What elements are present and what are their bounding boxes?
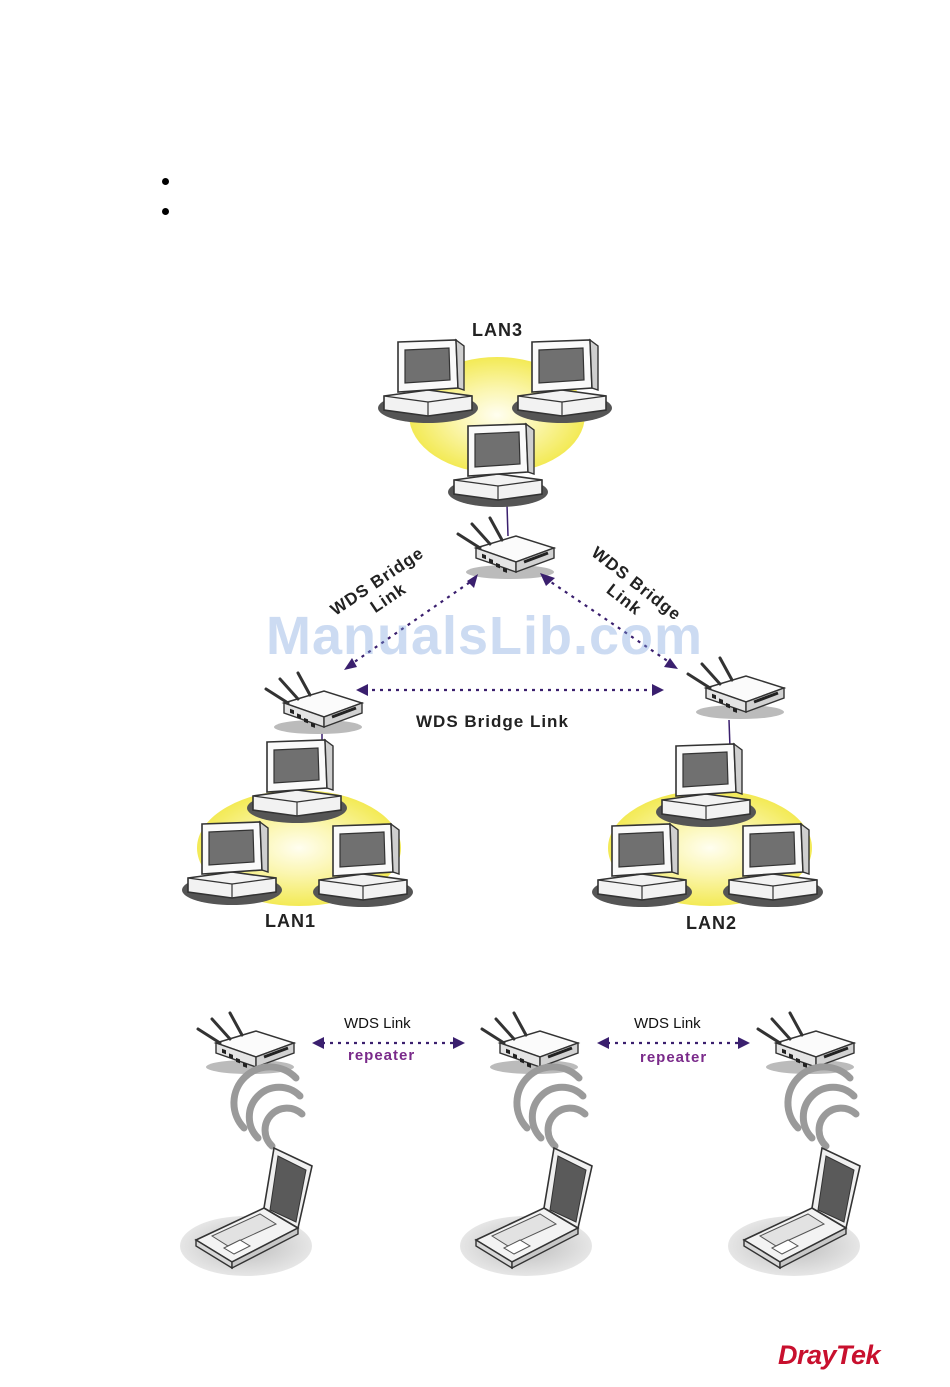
wds-link-label-1: WDS Link [344, 1015, 411, 1032]
wireless-waves-left [234, 1067, 302, 1146]
lan1-label: LAN1 [265, 911, 316, 932]
router-repeater-right [758, 1013, 854, 1074]
repeater-label-1: repeater [348, 1047, 415, 1064]
wireless-waves-center [517, 1067, 585, 1146]
lan2-pc-top [656, 744, 756, 827]
lan1-pc-top [247, 740, 347, 823]
router-lan1 [266, 673, 362, 734]
laptop-center [460, 1148, 592, 1276]
watermark: ManualsLib.com [266, 605, 703, 667]
lan3-pc-left [378, 340, 478, 423]
repeater-label-2: repeater [640, 1049, 707, 1066]
laptop-right [728, 1148, 860, 1276]
router-lan3 [458, 518, 554, 579]
lan2-pc-left [592, 824, 692, 907]
wireless-waves-right [788, 1067, 856, 1146]
draytek-logo: DrayTek [778, 1340, 880, 1371]
cable-lan3-router [507, 505, 508, 536]
wds-bridge-link-label-bottom: WDS Bridge Link [416, 712, 569, 732]
laptop-left [180, 1148, 312, 1276]
wds-link-label-2: WDS Link [634, 1015, 701, 1032]
router-lan2 [688, 658, 784, 719]
lan2-label: LAN2 [686, 913, 737, 934]
lan1-pc-left [182, 822, 282, 905]
lan3-label: LAN3 [472, 320, 523, 341]
